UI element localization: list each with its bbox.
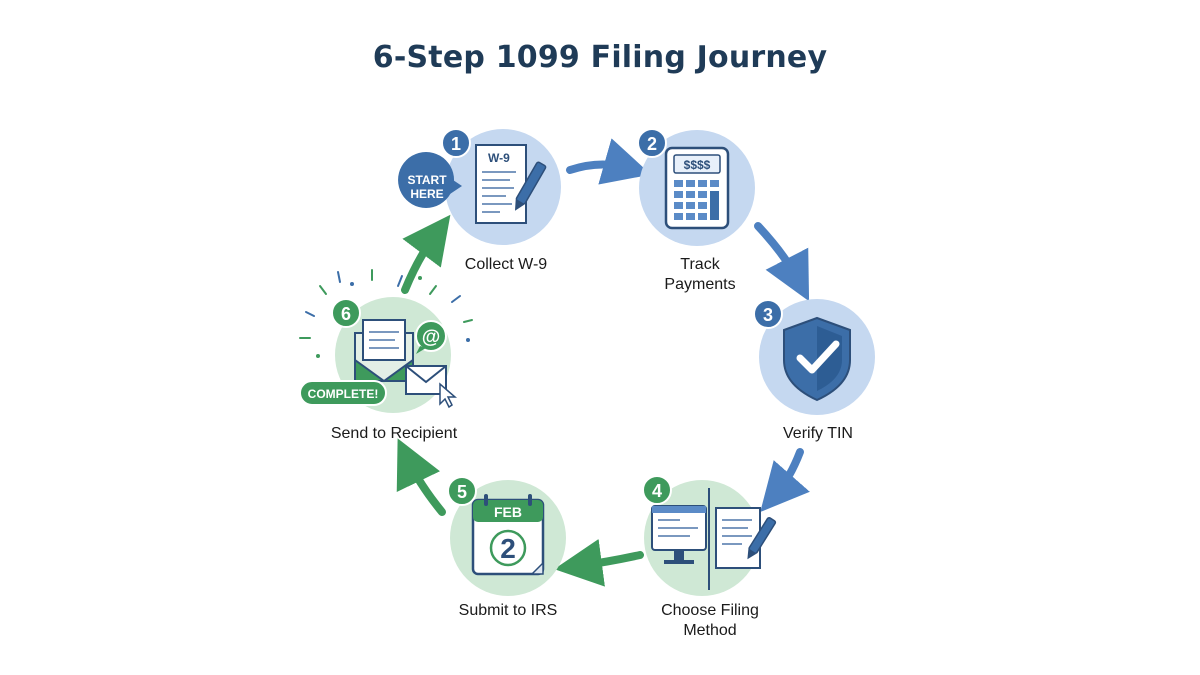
arrow-1-to-2	[566, 138, 652, 185]
calculator-icon: $$$$	[664, 146, 730, 230]
svg-text:COMPLETE!: COMPLETE!	[308, 387, 379, 401]
calculator-display: $$$$	[684, 158, 711, 172]
start-here-line2: HERE	[410, 187, 443, 201]
step-2-number-badge: 2	[637, 128, 667, 158]
complete-badge: COMPLETE!	[299, 380, 387, 406]
envelope-email-icon: @	[354, 319, 458, 409]
start-here-badge: START HERE	[398, 152, 462, 208]
arrow-6-to-1	[401, 214, 451, 294]
w9-form-label: W-9	[488, 151, 510, 165]
step-3-label: Verify TIN	[783, 425, 853, 442]
step-2-track-payments: $$$$ 2	[637, 128, 755, 246]
arrow-2-to-3	[754, 222, 810, 302]
shield-check-icon	[783, 316, 851, 402]
page-title: 6-Step 1099 Filing Journey	[372, 40, 828, 75]
step-4-number-badge: 4	[642, 475, 672, 505]
step-5-number-badge: 5	[447, 476, 477, 506]
step-4-label: Choose Filing Method	[661, 602, 759, 639]
start-here-line1: START	[407, 173, 447, 187]
calendar-month: FEB	[494, 504, 522, 520]
svg-text:1: 1	[451, 134, 461, 154]
step-1-number-badge: 1	[441, 128, 471, 158]
svg-text:4: 4	[652, 481, 662, 501]
step-6-number-badge: 6	[331, 298, 361, 328]
arrow-4-to-5	[554, 539, 644, 587]
step-6-label: Send to Recipient	[330, 425, 458, 442]
step-3-number-badge: 3	[753, 299, 783, 329]
step-2-label: Track Payments	[664, 256, 736, 293]
calendar-day: 2	[500, 533, 516, 564]
step-3-verify-tin: 3	[753, 299, 875, 415]
arrow-5-to-6	[396, 438, 446, 516]
monitor-and-paper-form-icon	[651, 488, 777, 590]
svg-text:3: 3	[763, 305, 773, 325]
svg-text:6: 6	[341, 304, 351, 324]
svg-text:2: 2	[647, 134, 657, 154]
confetti-decoration	[299, 269, 473, 358]
step-1-collect-w9: W-9 START HERE 1	[398, 128, 561, 245]
calendar-icon: FEB 2	[471, 494, 545, 576]
step-4-choose-filing-method: 4	[642, 475, 777, 596]
svg-text:5: 5	[457, 482, 467, 502]
arrow-3-to-4	[760, 448, 810, 513]
step-5-submit-to-irs: FEB 2 5	[447, 476, 566, 596]
step-5-label: Submit to IRS	[458, 602, 558, 619]
step-1-label: Collect W-9	[464, 256, 548, 273]
step-6-send-to-recipient: @ COMPLETE! 6	[299, 269, 473, 413]
w9-form-pen-icon: W-9	[475, 144, 547, 224]
email-at-symbol: @	[422, 327, 441, 348]
